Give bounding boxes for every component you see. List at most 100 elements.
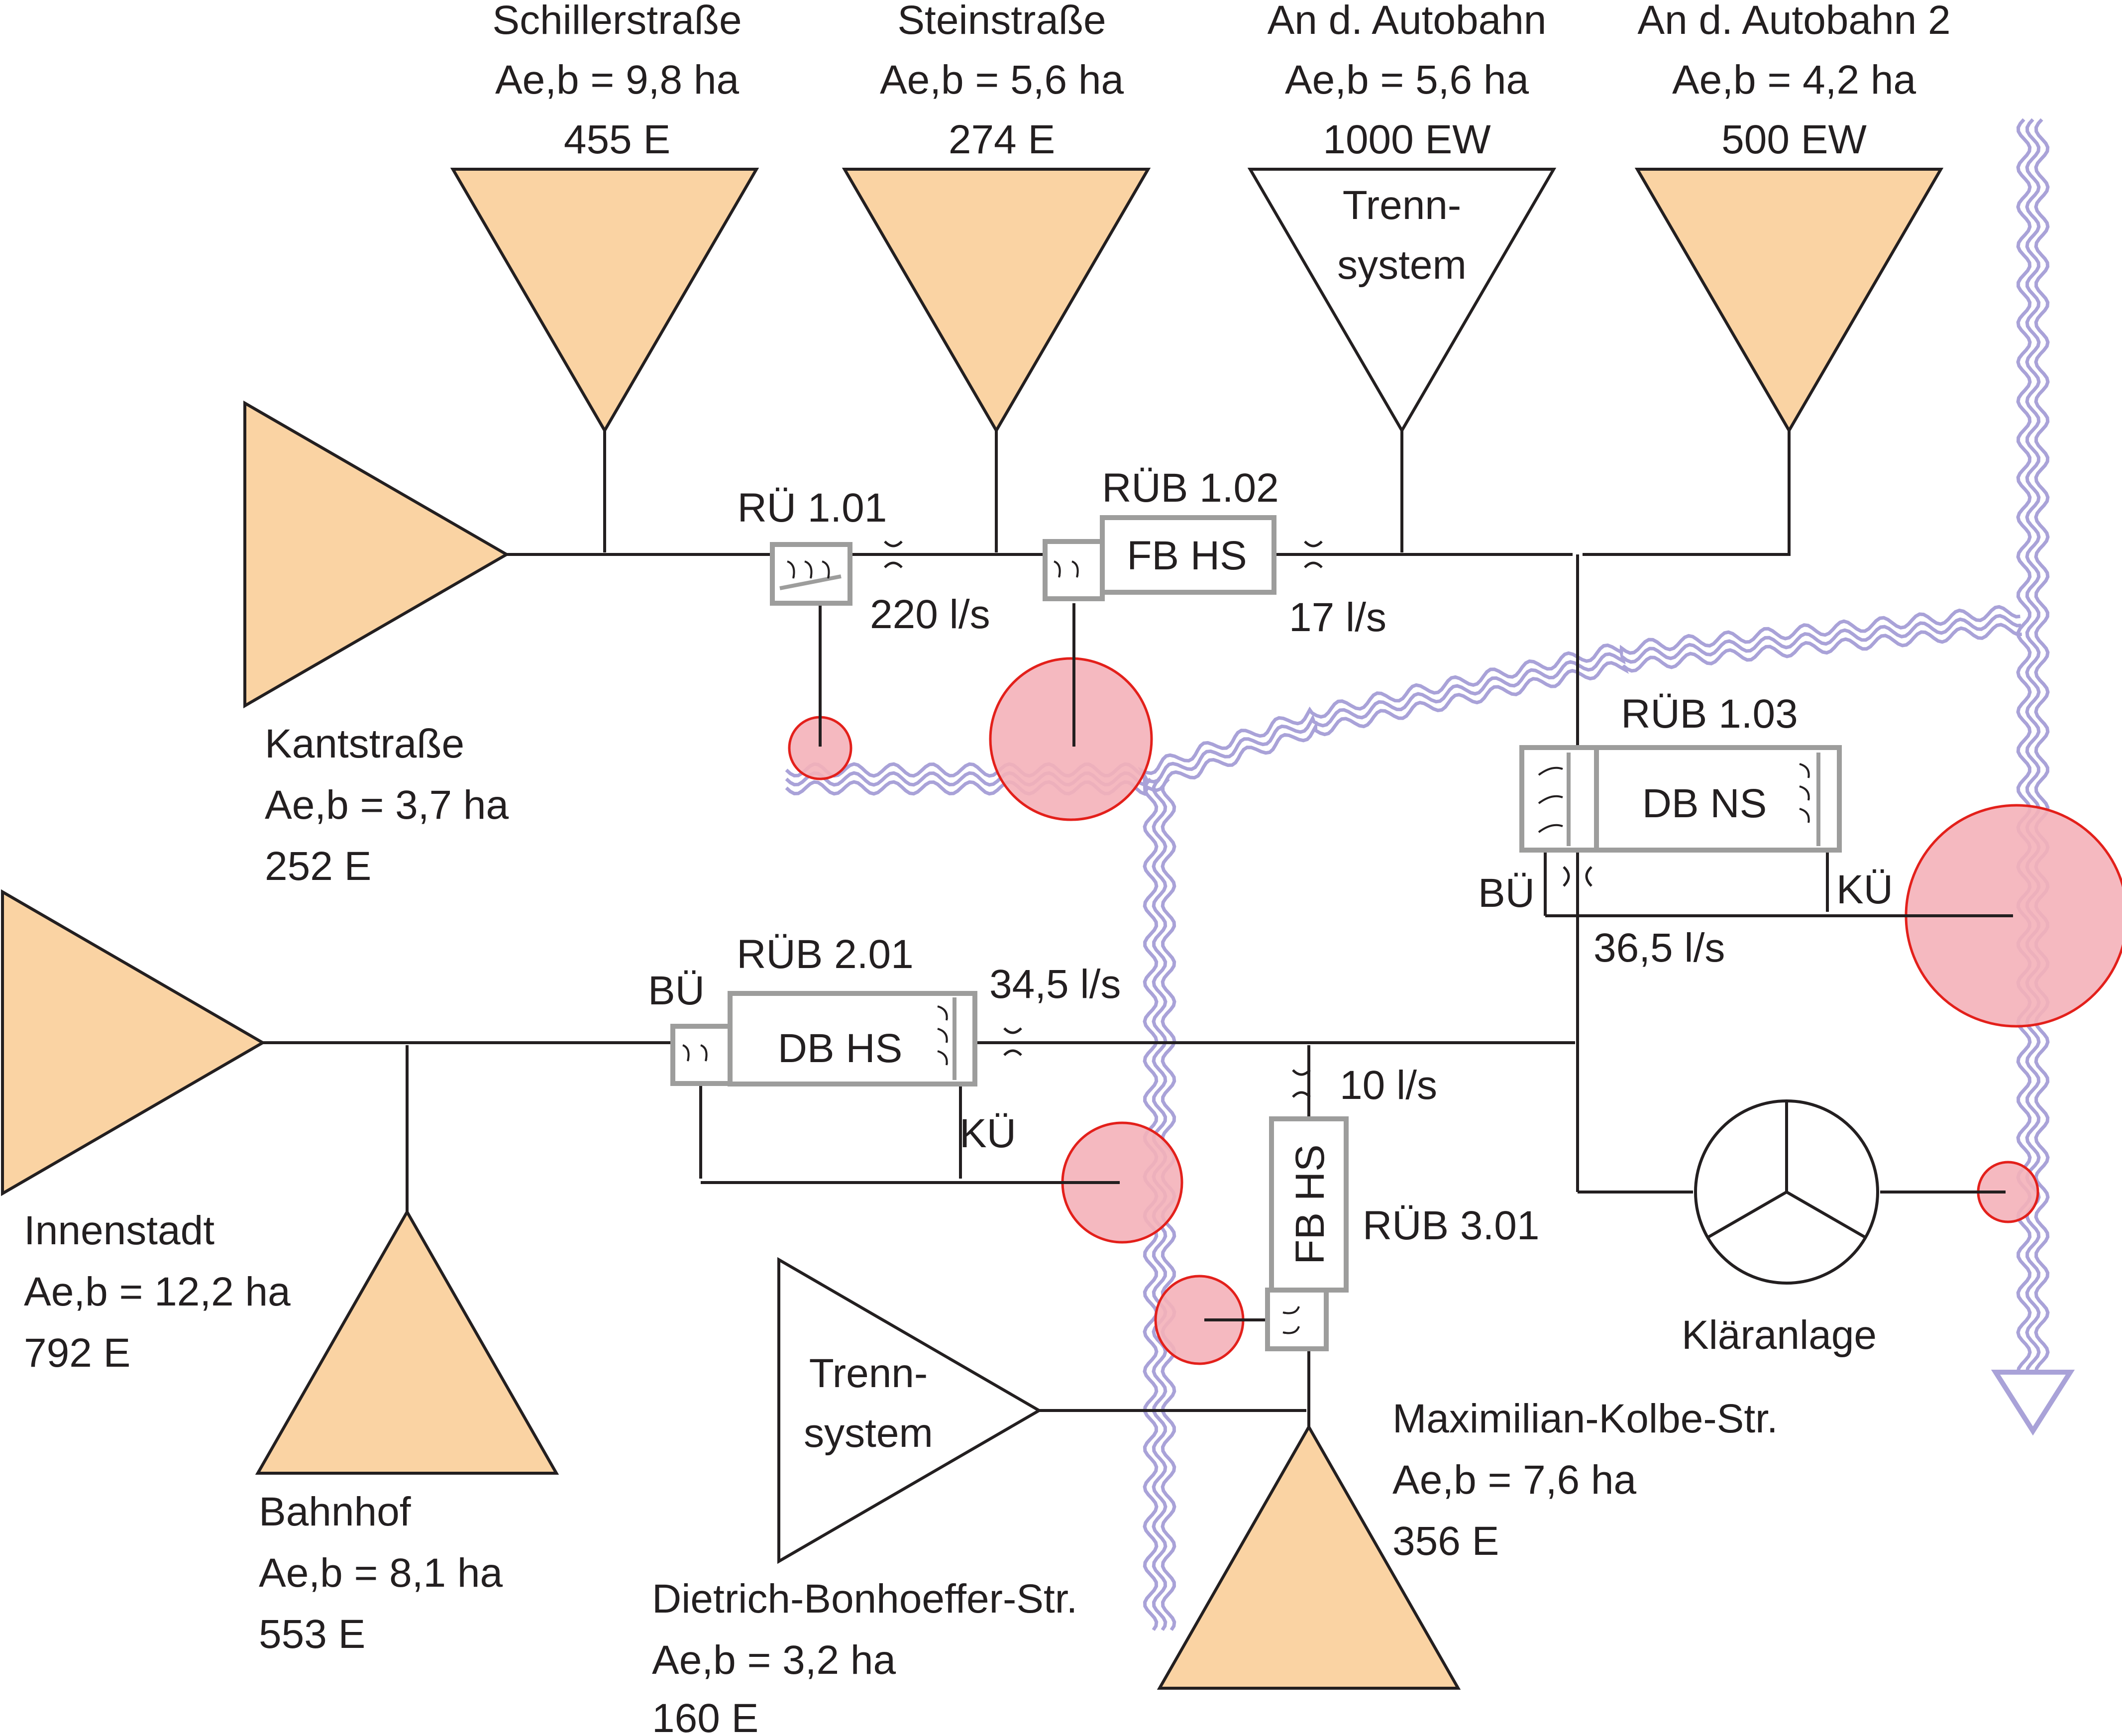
kant-name: Kantstraße [265, 721, 464, 766]
catchments [1, 168, 1944, 1690]
discharge-point-rub102 [989, 657, 1153, 821]
structure-rub102[interactable] [1043, 515, 1323, 601]
catchment-bahnhof[interactable] [255, 1208, 559, 1475]
rub201-basin [728, 991, 977, 1086]
labels: Schillerstraße Ae,b = 9,8 ha 455 E Stein… [24, 0, 1951, 1736]
rub201-basin-arrows-icon [937, 1005, 949, 1066]
catchment-stein[interactable] [842, 168, 1151, 434]
innenstadt-area: Ae,b = 12,2 ha [24, 1269, 291, 1314]
autobahn2-name: An d. Autobahn 2 [1637, 0, 1950, 43]
rub201-bu-label: BÜ [648, 968, 705, 1013]
river-wave-line [785, 623, 2022, 796]
rub103-label: RÜB 1.03 [1621, 691, 1798, 737]
rub201-label: RÜB 2.01 [737, 932, 914, 977]
autobahn2-pop: 500 EW [1721, 117, 1867, 162]
treatment-plant-icon[interactable] [1694, 1099, 1879, 1285]
rub201-chamber-arrows-icon [682, 1044, 708, 1062]
bonhoeffer-name: Dietrich-Bonhoeffer-Str. [652, 1576, 1077, 1622]
kolbe-pop: 356 E [1392, 1519, 1499, 1564]
catchment-bonhoeffer[interactable] [777, 1257, 1042, 1564]
catchment-kant[interactable] [243, 400, 510, 709]
kant-area: Ae,b = 3,7 ha [265, 782, 509, 828]
autobahn-system-2: system [1337, 242, 1467, 288]
pipe-autobahn2-inflow [1582, 431, 1791, 556]
ru101-weir-icon [779, 574, 842, 590]
rub102-label: RÜB 1.02 [1102, 465, 1279, 511]
autobahn-pop: 1000 EW [1323, 117, 1491, 162]
catchment-autobahn2[interactable] [1634, 168, 1944, 434]
rub103-ku-label: KÜ [1836, 867, 1893, 912]
ru101-overflow-arrows-icon [787, 560, 830, 579]
stein-pop: 274 E [949, 117, 1055, 162]
rub201-box-label: DB HS [778, 1026, 903, 1071]
catchment-schiller[interactable] [450, 168, 759, 434]
rub103-bu-label: BÜ [1478, 870, 1535, 916]
stein-name: Steinstraße [897, 0, 1106, 43]
ru101-label: RÜ 1.01 [738, 485, 887, 531]
innenstadt-name: Innenstadt [24, 1208, 214, 1253]
kolbe-name: Maximilian-Kolbe-Str. [1392, 1396, 1778, 1441]
river-wave-line [2025, 118, 2041, 1373]
catchment-autobahn[interactable] [1247, 168, 1557, 434]
rub103-throttle-icon [1563, 866, 1592, 887]
receiving-water-outlet-icon [1991, 1370, 2075, 1436]
river-right-vertical [2016, 118, 2050, 1373]
structures [670, 515, 1879, 1351]
rub301-chamber [1265, 1288, 1329, 1351]
discharge-points [788, 657, 2122, 1365]
kant-pop: 252 E [265, 844, 371, 889]
catchment-kolbe[interactable] [1157, 1423, 1461, 1690]
autobahn-system-1: Trenn- [1343, 183, 1461, 228]
rub201-flow: 34,5 l/s [989, 962, 1121, 1007]
rub301-label: RÜB 3.01 [1363, 1203, 1540, 1248]
bonhoeffer-system-1: Trenn- [809, 1351, 928, 1396]
kolbe-area: Ae,b = 7,6 ha [1392, 1457, 1637, 1503]
rub103-box-label: DB NS [1642, 781, 1767, 826]
autobahn-name: An d. Autobahn [1268, 0, 1547, 43]
rub103-chamber [1519, 745, 1599, 853]
rub102-flow: 17 l/s [1289, 595, 1386, 640]
rub102-basin [1100, 515, 1276, 595]
rub301-flow: 10 l/s [1340, 1063, 1437, 1108]
river-wave-line [785, 614, 2021, 788]
catchment-innenstadt[interactable] [1, 889, 266, 1196]
rub102-throttle-icon [1304, 541, 1323, 568]
ru101-flow: 220 l/s [870, 592, 990, 637]
rub201-throttle-icon [1003, 1027, 1022, 1056]
structure-rub301[interactable] [1265, 1069, 1349, 1351]
stein-area: Ae,b = 5,6 ha [880, 57, 1124, 103]
river-wave-line [2016, 118, 2032, 1373]
bonhoeffer-system-2: system [804, 1410, 933, 1456]
rub201-chamber [670, 1024, 733, 1086]
rub103-basin [1594, 745, 1842, 853]
rub301-throttle-icon [1292, 1069, 1311, 1098]
rub301-box-label: FB HS [1287, 1144, 1333, 1264]
structure-ru101[interactable] [770, 541, 903, 606]
pipes [263, 431, 2014, 1427]
rub301-overflow-arrows-icon [1282, 1306, 1300, 1334]
ru101-throttle-icon [884, 541, 903, 568]
rub301-basin [1269, 1116, 1349, 1293]
schiller-pop: 455 E [564, 117, 670, 162]
structure-rub201[interactable] [670, 991, 1022, 1086]
river-wave-line [2034, 118, 2050, 1373]
autobahn2-area: Ae,b = 4,2 ha [1672, 57, 1916, 103]
bonhoeffer-area: Ae,b = 3,2 ha [652, 1637, 896, 1683]
rub201-ku-label: KÜ [959, 1111, 1016, 1156]
plant-label: Kläranlage [1682, 1312, 1877, 1358]
bahnhof-pop: 553 E [259, 1612, 365, 1657]
autobahn-area: Ae,b = 5,6 ha [1285, 57, 1529, 103]
rub102-overflow-arrows-icon [1054, 560, 1079, 578]
rub102-box-label: FB HS [1127, 533, 1247, 578]
structure-rub103[interactable] [1519, 745, 1842, 887]
bonhoeffer-pop: 160 E [652, 1696, 758, 1736]
innenstadt-pop: 792 E [24, 1330, 130, 1376]
rub103-bypass-arrows-icon [1538, 766, 1563, 833]
schiller-area: Ae,b = 9,8 ha [495, 57, 740, 103]
rub103-basin-arrows-icon [1799, 763, 1810, 823]
rub103-flow: 36,5 l/s [1593, 925, 1725, 971]
bahnhof-area: Ae,b = 8,1 ha [259, 1550, 503, 1596]
schiller-name: Schillerstraße [492, 0, 742, 43]
rub102-chamber [1043, 539, 1105, 601]
